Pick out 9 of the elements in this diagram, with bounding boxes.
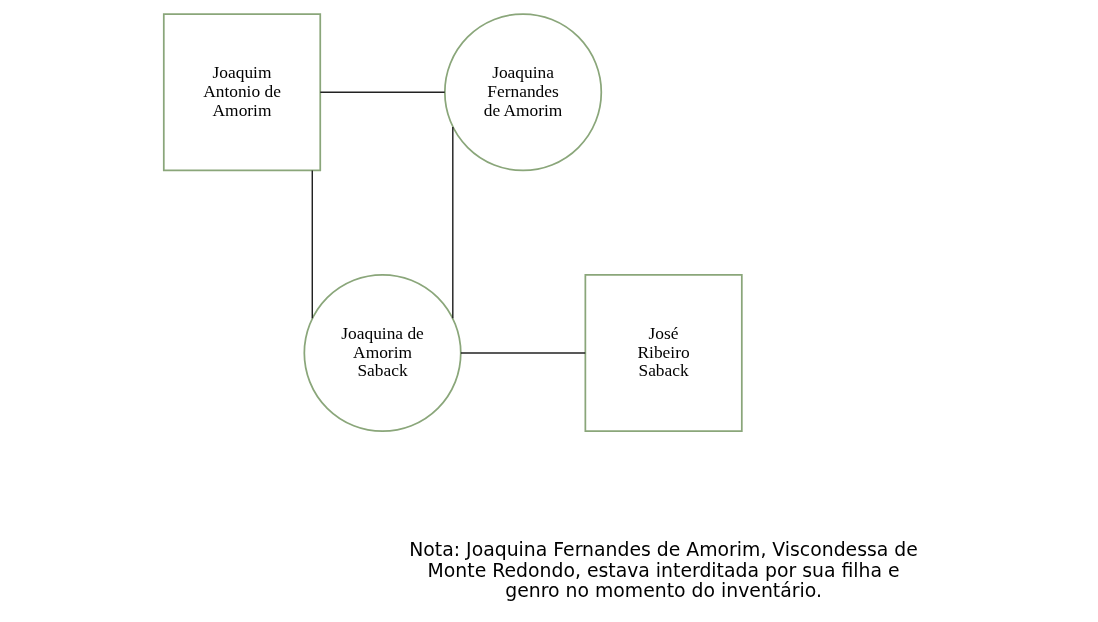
label: Nota: Joaquina Fernandes de Amorim, Viscondessa de Monte Redondo, estava interditada por sua filha e genro no momento do inventário. [408,539,918,601]
node-box: José Ribeiro Saback [584,273,743,433]
connector [319,91,445,93]
node-box: Joaquim Antonio de Amorim [162,13,321,172]
node-circle: Joaquina Fernandes de Amorim [443,13,602,172]
connector [451,126,454,319]
connector [459,352,586,354]
connector [311,169,313,320]
node-circle: Joaquina de Amorim Saback [302,273,462,433]
